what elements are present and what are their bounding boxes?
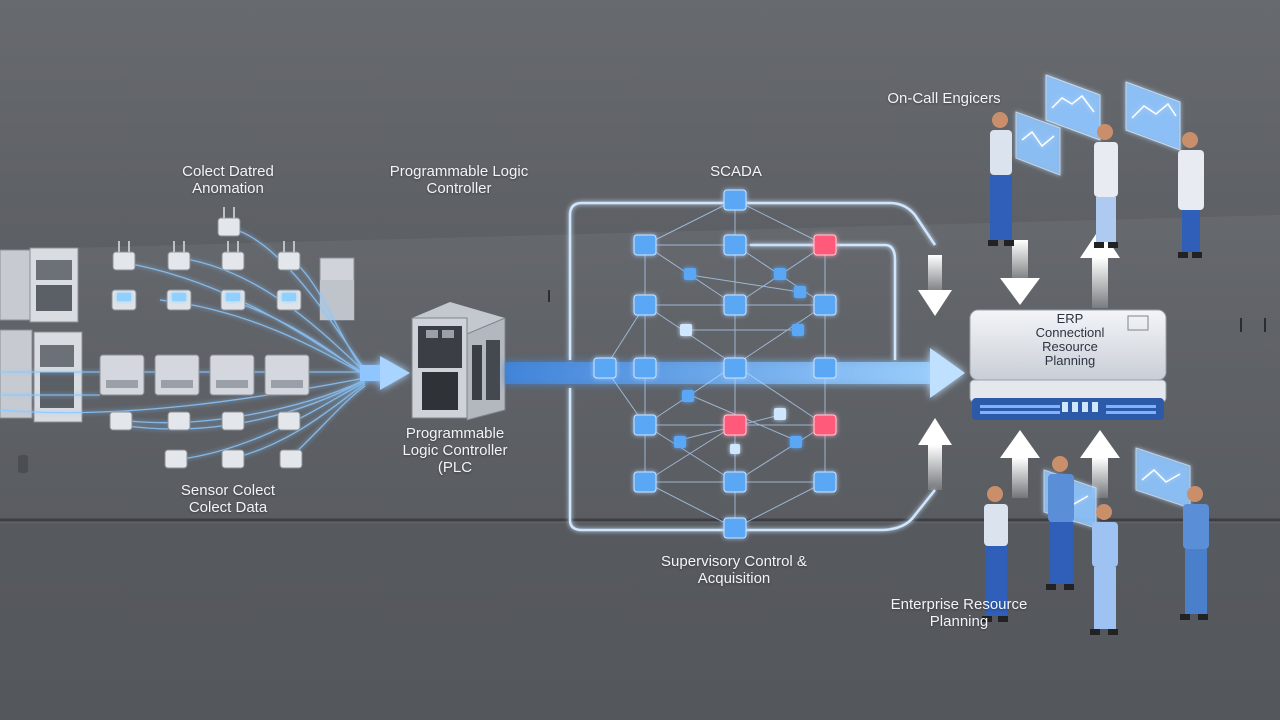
- erp-bottom-line-1: Enterprise Resource: [890, 596, 1028, 613]
- sensor-label: Sensor Colect Colect Data: [168, 482, 288, 516]
- network-node-icon: [723, 234, 747, 256]
- sensor-icon: [166, 289, 192, 311]
- network-node-icon: [633, 294, 657, 316]
- scada-bottom-label: Supervisory Control & Acquisition: [642, 553, 826, 587]
- sensor-icon: [221, 449, 245, 469]
- network-node-icon: [723, 189, 747, 211]
- erp-box-line-1: ERP: [1056, 311, 1084, 326]
- sensor-icon: [167, 411, 191, 431]
- sensor-icon: [154, 354, 200, 396]
- plc-icon: [411, 302, 506, 421]
- sensor-icon: [221, 411, 245, 431]
- erp-server-icon: [969, 309, 1167, 420]
- erp-box-line-2: Connectionl: [1035, 325, 1105, 340]
- network-node-icon: [593, 357, 617, 379]
- engineer-icon: [982, 486, 1008, 622]
- sensor-icon: [276, 289, 302, 311]
- sensor-icon: [220, 289, 246, 311]
- network-node-icon: [682, 390, 694, 402]
- server-rack-icon: [0, 247, 355, 423]
- sensor-icon: [111, 289, 137, 311]
- plc-bottom-line-3: (PLC: [437, 459, 473, 476]
- network-node-icon: [813, 294, 837, 316]
- network-node-icon: [730, 444, 740, 454]
- scada-top-text: SCADA: [710, 163, 762, 180]
- sensor-icon: [99, 354, 145, 396]
- sensor-icon: [209, 354, 255, 396]
- sensor-line-2: Colect Data: [188, 499, 268, 516]
- plc-top-line-1: Programmable Logic: [389, 163, 529, 180]
- sensor-icon: [112, 241, 136, 271]
- dashboard-panel-icon: [1045, 74, 1101, 141]
- network-node-icon: [723, 357, 747, 379]
- sensor-icon: [279, 449, 303, 469]
- on-call-text: On-Call Engicers: [887, 90, 1001, 107]
- network-node-icon: [633, 357, 657, 379]
- network-node-icon: [684, 268, 696, 280]
- collect-automation-line-1: Colect Datred: [182, 163, 274, 180]
- engineer-icon: [1178, 132, 1204, 258]
- network-node-icon: [813, 357, 837, 379]
- network-node-icon: [723, 294, 747, 316]
- scada-bottom-line-2: Acquisition: [697, 570, 771, 587]
- arrow-icon: [1000, 240, 1040, 305]
- dashboard-panel-icon: [1125, 81, 1181, 151]
- network-node-icon: [674, 436, 686, 448]
- sensor-icon: [217, 207, 241, 237]
- plc-bottom-label: Programmable Logic Controller (PLC: [382, 425, 528, 476]
- on-call-engineers-label: On-Call Engicers: [872, 90, 1016, 107]
- scada-top-label: SCADA: [696, 163, 776, 180]
- network-node-icon: [774, 408, 786, 420]
- network-node-icon: [723, 471, 747, 493]
- dashboard-panel-icon: [1015, 111, 1061, 176]
- sensor-icon: [264, 354, 310, 396]
- erp-box-line-3: Resource: [1042, 339, 1098, 354]
- network-node-icon: [813, 414, 837, 436]
- network-node-icon: [633, 234, 657, 256]
- sensor-line-1: Sensor Colect: [180, 482, 276, 499]
- network-node-icon: [723, 414, 747, 436]
- network-node-icon: [774, 268, 786, 280]
- sensor-icon: [164, 449, 188, 469]
- network-node-icon: [813, 234, 837, 256]
- network-node-icon: [813, 471, 837, 493]
- collect-automation-label: Colect Datred Anomation: [166, 163, 290, 197]
- network-node-icon: [790, 436, 802, 448]
- arrow-icon: [918, 418, 952, 490]
- scada-bottom-line-1: Supervisory Control &: [661, 553, 807, 570]
- engineer-icon: [1180, 486, 1209, 620]
- sensor-icon: [221, 241, 245, 271]
- engineer-icon: [1090, 504, 1118, 635]
- network-node-icon: [794, 286, 806, 298]
- plc-bottom-line-1: Programmable: [405, 425, 505, 442]
- network-node-icon: [723, 517, 747, 539]
- erp-box-label: ERP Connectionl Resource Planning: [1010, 312, 1130, 368]
- sensor-array: [99, 207, 310, 469]
- scada-mesh-edges: [604, 199, 826, 529]
- sensor-icon: [277, 241, 301, 271]
- collect-automation-line-2: Anomation: [192, 180, 264, 197]
- sensor-icon: [277, 411, 301, 431]
- plc-top-line-2: Controller: [426, 180, 492, 197]
- network-node-icon: [633, 471, 657, 493]
- network-node-icon: [680, 324, 692, 336]
- engineer-icon: [1046, 456, 1074, 590]
- network-node-icon: [792, 324, 804, 336]
- sensor-icon: [109, 411, 133, 431]
- erp-bottom-label: Enterprise Resource Planning: [876, 596, 1042, 630]
- network-node-icon: [633, 414, 657, 436]
- plc-bottom-line-2: Logic Controller: [402, 442, 508, 459]
- arrow-icon: [918, 255, 952, 316]
- engineer-icon: [988, 112, 1014, 246]
- scada-nodes: [593, 189, 837, 539]
- arrow-icon: [1000, 430, 1040, 498]
- erp-box-line-4: Planning: [1044, 353, 1096, 368]
- floor-marker: [18, 290, 1266, 473]
- sensor-icon: [167, 241, 191, 271]
- erp-bottom-line-2: Planning: [929, 613, 989, 630]
- plc-top-label: Programmable Logic Controller: [378, 163, 540, 197]
- engineer-icon: [1094, 124, 1118, 248]
- arrow-icon: [360, 356, 410, 390]
